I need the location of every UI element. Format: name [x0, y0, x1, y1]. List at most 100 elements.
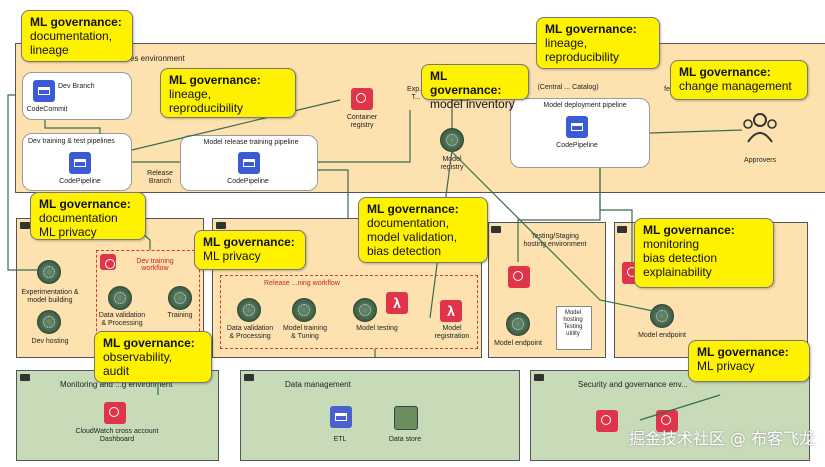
codecommit-icon — [33, 80, 55, 102]
lambda-icon: λ — [440, 300, 462, 322]
model-endpoint-icon — [506, 312, 530, 336]
model-deployment-pipeline-label: Model deployment pipeline — [543, 102, 627, 109]
callout-line: model validation, — [367, 230, 458, 244]
experimentation-label: Experimentation & model building — [21, 289, 79, 304]
watermark: 掘金技术社区 @ 布客飞龙 — [628, 429, 815, 448]
cloudwatch-icon — [104, 402, 126, 424]
callout-line: observability, — [103, 350, 173, 364]
model-testing-label: Model testing — [356, 325, 398, 332]
governance-callout: ML governance: documentation ML privacy — [30, 192, 146, 240]
codepipeline-label: CodePipeline — [556, 142, 598, 149]
callout-line: documentation, — [367, 216, 450, 230]
callout-title: ML governance: — [367, 202, 459, 216]
account-tag — [617, 226, 627, 233]
dev-branch-label: Dev Branch — [58, 83, 95, 90]
callout-line: lineage, — [169, 87, 212, 101]
callout-line: reproducibility — [545, 50, 620, 64]
callout-line: documentation, — [30, 29, 113, 43]
dev-training-workflow-label: Dev training workflow — [136, 258, 174, 272]
experimentation-icon — [37, 260, 61, 284]
security-title: Security and governance env... — [578, 380, 688, 389]
model-training-icon — [292, 298, 316, 322]
callout-line: change management — [679, 79, 792, 93]
monitoring-title: Monitoring and ...g environment — [60, 380, 173, 389]
callout-line: reproducibility — [169, 101, 244, 115]
model-release-pipeline-label: Model release training pipeline — [203, 139, 299, 146]
lambda-icon: λ — [386, 292, 408, 314]
account-tag — [20, 222, 30, 229]
account-tag — [491, 226, 501, 233]
callout-line: explainability — [643, 265, 712, 279]
account-tag — [20, 374, 30, 381]
governance-callout: ML governance: documentation, model vali… — [358, 197, 488, 263]
callout-line: lineage, — [545, 36, 588, 50]
release-branch-label: Release Branch — [147, 170, 173, 185]
model-testing-icon — [353, 298, 377, 322]
etl-icon — [330, 406, 352, 428]
governance-callout: ML governance: lineage, reproducibility — [536, 17, 660, 69]
data-management-title: Data management — [285, 380, 351, 389]
data-management-panel — [240, 370, 520, 461]
endpoint-config-icon — [508, 266, 530, 288]
callout-line: documentation — [39, 211, 118, 225]
model-registration-label: Model registration — [434, 325, 470, 340]
codepipeline-label: CodePipeline — [227, 178, 269, 185]
data-validation-label: Data validation & Processing — [98, 312, 146, 327]
callout-title: ML governance: — [679, 65, 771, 79]
callout-line: ML privacy — [697, 359, 755, 373]
governance-callout: ML governance: observability, audit — [94, 331, 212, 383]
security-icon — [596, 410, 618, 432]
governance-callout: ML governance: documentation, lineage — [21, 10, 133, 62]
data-store-icon — [394, 406, 418, 430]
governance-callout: ML governance: monitoring bias detection… — [634, 218, 774, 288]
callout-title: ML governance: — [430, 69, 502, 97]
callout-title: ML governance: — [169, 73, 261, 87]
governance-callout: ML governance: lineage, reproducibility — [160, 68, 296, 118]
governance-callout: ML governance: ML privacy — [688, 340, 810, 382]
data-validation-icon — [108, 286, 132, 310]
model-endpoint-icon — [650, 304, 674, 328]
dev-environment-title: es environment — [130, 54, 185, 63]
governance-callout: ML governance: ML privacy — [194, 230, 306, 270]
codepipeline-icon — [566, 116, 588, 138]
model-hosting-utility-box — [556, 306, 592, 350]
container-registry-label: Container registry — [346, 114, 378, 129]
model-endpoint-label: Model endpoint — [638, 332, 686, 339]
data-validation-label: Data validation & Processing — [226, 325, 274, 340]
account-tag — [244, 374, 254, 381]
dev-hosting-label: Dev hosting — [31, 338, 69, 345]
model-training-label: Model training & Tuning — [283, 325, 327, 340]
codepipeline-icon — [238, 152, 260, 174]
model-registry-icon — [440, 128, 464, 152]
etl-label: ETL — [333, 436, 347, 443]
callout-title: ML governance: — [203, 235, 295, 249]
container-registry-icon — [351, 88, 373, 110]
dev-hosting-icon — [37, 310, 61, 334]
callout-title: ML governance: — [30, 15, 122, 29]
callout-line: ML privacy — [39, 225, 97, 239]
data-validation-icon — [237, 298, 261, 322]
model-hosting-utility-label: Model hosting Testing utility — [563, 310, 583, 337]
cloudwatch-label: CloudWatch cross account Dashboard — [75, 428, 159, 443]
dev-training-pipelines-label: Dev training & test pipelines — [28, 138, 115, 145]
model-endpoint-label: Model endpoint — [494, 340, 542, 347]
data-store-label: Data store — [388, 436, 422, 443]
training-icon — [168, 286, 192, 310]
experiment-tracking-label: Exp... T... — [407, 86, 425, 101]
callout-title: ML governance: — [697, 345, 789, 359]
governance-callout: ML governance: change management — [670, 60, 808, 100]
account-tag — [534, 374, 544, 381]
governance-callout: ML governance: model inventory — [421, 64, 529, 111]
callout-line: bias detection — [367, 244, 442, 258]
training-label: Training — [167, 312, 193, 319]
central-catalog-label: (Central ... Catalog) — [537, 84, 599, 91]
callout-line: bias detection — [643, 251, 718, 265]
approvers-icon — [743, 113, 777, 143]
callout-title: ML governance: — [39, 197, 131, 211]
callout-line: model inventory — [430, 97, 515, 111]
callout-title: ML governance: — [103, 336, 195, 350]
callout-line: monitoring — [643, 237, 700, 251]
codepipeline-icon — [69, 152, 91, 174]
release-training-workflow-label: Release ...ning workflow — [264, 280, 340, 287]
approvers-label: Approvers — [744, 157, 776, 164]
